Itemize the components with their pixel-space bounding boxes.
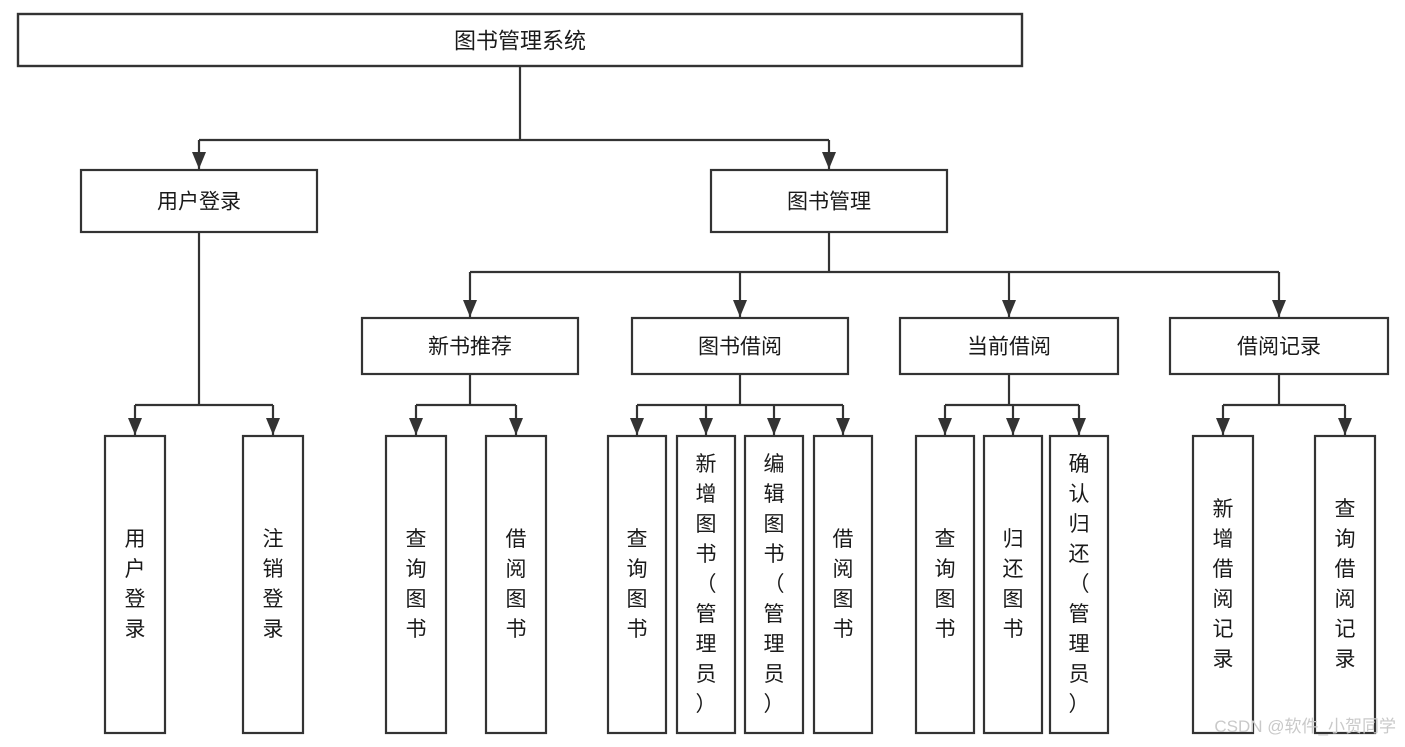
node-label: 新增借阅记录 — [1213, 498, 1234, 671]
node-root[interactable]: 图书管理系统 — [16, 12, 1024, 68]
node-leaf-borrow-add[interactable]: 新增图书（管理员） — [675, 434, 737, 735]
node-label: 图书管理 — [787, 191, 871, 214]
node-box[interactable] — [709, 168, 949, 234]
connector-arrowhead — [409, 418, 423, 435]
node-box[interactable] — [241, 434, 305, 735]
connector-arrowhead — [266, 418, 280, 435]
node-box[interactable] — [16, 12, 1024, 68]
node-leaf-rec-borrow[interactable]: 借阅图书 — [484, 434, 548, 735]
node-leaf-rec-query[interactable]: 查询图书 — [384, 434, 448, 735]
node-leaf-rec-search[interactable]: 查询借阅记录 — [1313, 434, 1377, 735]
node-new-book-rec[interactable]: 新书推荐 — [360, 316, 580, 376]
node-box[interactable] — [812, 434, 874, 735]
node-box[interactable] — [484, 434, 548, 735]
node-label: 新书推荐 — [428, 336, 512, 359]
node-label: 图书借阅 — [698, 336, 782, 359]
node-leaf-cur-confirm[interactable]: 确认归还（管理员） — [1048, 434, 1110, 735]
node-box[interactable] — [898, 316, 1120, 376]
connector-arrowhead — [822, 152, 836, 169]
node-label: 确认归还（管理员） — [1069, 453, 1090, 716]
node-label: 查询图书 — [627, 528, 648, 641]
node-label: 查询图书 — [935, 528, 956, 641]
connector-arrowhead — [1006, 418, 1020, 435]
node-book-manage[interactable]: 图书管理 — [709, 168, 949, 234]
node-user-login[interactable]: 用户登录 — [79, 168, 319, 234]
node-label: 借阅记录 — [1237, 336, 1321, 359]
node-box[interactable] — [675, 434, 737, 735]
node-box[interactable] — [1048, 434, 1110, 735]
node-box[interactable] — [630, 316, 850, 376]
connector-arrowhead — [192, 152, 206, 169]
node-label: 用户登录 — [157, 191, 241, 214]
node-leaf-rec-add[interactable]: 新增借阅记录 — [1191, 434, 1255, 735]
node-layer: 图书管理系统用户登录图书管理新书推荐图书借阅当前借阅借阅记录用户登录注销登录查询… — [16, 12, 1390, 735]
connector-arrowhead — [1216, 418, 1230, 435]
node-leaf-user-logout[interactable]: 注销登录 — [241, 434, 305, 735]
connector-layer — [128, 66, 1352, 435]
connector-arrowhead — [463, 300, 477, 317]
node-leaf-cur-query[interactable]: 查询图书 — [914, 434, 976, 735]
connector-arrowhead — [1002, 300, 1016, 317]
node-box[interactable] — [982, 434, 1044, 735]
node-box[interactable] — [914, 434, 976, 735]
node-box[interactable] — [1191, 434, 1255, 735]
node-label: 用户登录 — [125, 528, 146, 641]
node-label: 借阅图书 — [833, 528, 854, 641]
node-box[interactable] — [360, 316, 580, 376]
node-label: 查询借阅记录 — [1335, 498, 1356, 671]
node-leaf-borrow-do[interactable]: 借阅图书 — [812, 434, 874, 735]
connector-arrowhead — [630, 418, 644, 435]
node-borrow-record[interactable]: 借阅记录 — [1168, 316, 1390, 376]
node-label: 新增图书（管理员） — [696, 453, 717, 716]
node-label: 注销登录 — [263, 528, 284, 641]
node-label: 当前借阅 — [967, 336, 1051, 359]
connector-arrowhead — [699, 418, 713, 435]
node-box[interactable] — [103, 434, 167, 735]
node-leaf-borrow-query[interactable]: 查询图书 — [606, 434, 668, 735]
connector-arrowhead — [836, 418, 850, 435]
node-leaf-cur-return[interactable]: 归还图书 — [982, 434, 1044, 735]
connector-arrowhead — [733, 300, 747, 317]
connector-arrowhead — [1272, 300, 1286, 317]
csdn-watermark: CSDN @软件_小贺同学 — [1214, 717, 1396, 736]
connector-arrowhead — [767, 418, 781, 435]
node-box[interactable] — [384, 434, 448, 735]
connector-arrowhead — [938, 418, 952, 435]
node-label: 图书管理系统 — [454, 29, 586, 54]
node-label: 归还图书 — [1003, 528, 1024, 641]
node-leaf-user-login[interactable]: 用户登录 — [103, 434, 167, 735]
connector-arrowhead — [128, 418, 142, 435]
node-box[interactable] — [606, 434, 668, 735]
node-box[interactable] — [79, 168, 319, 234]
node-current-borrow[interactable]: 当前借阅 — [898, 316, 1120, 376]
connector-arrowhead — [509, 418, 523, 435]
node-book-borrow[interactable]: 图书借阅 — [630, 316, 850, 376]
node-box[interactable] — [1313, 434, 1377, 735]
node-box[interactable] — [743, 434, 805, 735]
node-box[interactable] — [1168, 316, 1390, 376]
node-label: 编辑图书（管理员） — [764, 453, 785, 716]
connector-arrowhead — [1072, 418, 1086, 435]
connector-arrowhead — [1338, 418, 1352, 435]
node-label: 借阅图书 — [506, 528, 527, 641]
node-leaf-borrow-edit[interactable]: 编辑图书（管理员） — [743, 434, 805, 735]
node-label: 查询图书 — [406, 528, 427, 641]
